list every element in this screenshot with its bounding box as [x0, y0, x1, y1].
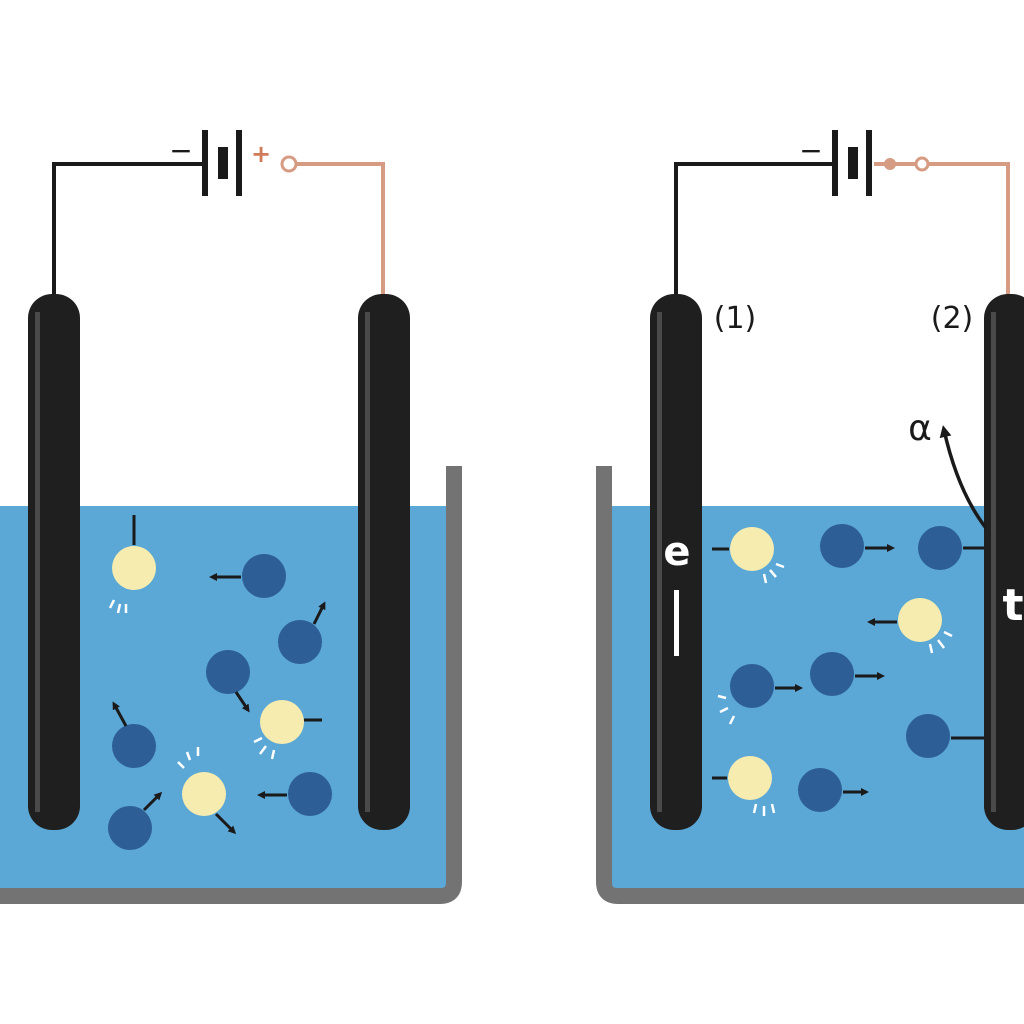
left-dark-ion [278, 601, 326, 664]
left-dark-ion [108, 791, 163, 850]
alpha-emission-arrow [939, 425, 988, 530]
right-electrode-1 [650, 294, 702, 830]
left-light-ion [177, 747, 237, 835]
left-battery-minus: − [169, 134, 192, 167]
left-positive-wire [296, 162, 385, 300]
right-negative-wire [674, 162, 834, 300]
right-dark-ion [810, 652, 885, 696]
right-light-ion [712, 756, 776, 816]
left-negative-wire [52, 162, 204, 300]
electrode-1-label: (1) [714, 301, 757, 336]
right-battery-minus: − [799, 134, 822, 167]
right-battery [832, 130, 930, 196]
right-cell: − e t (1) (2) α [596, 130, 1024, 904]
right-container [596, 466, 1024, 904]
left-light-ion [253, 700, 322, 760]
right-electrode-2-text: t [1002, 580, 1023, 631]
left-light-ion [108, 515, 156, 614]
right-positive-terminal-b [914, 156, 930, 172]
left-dark-ion [209, 554, 286, 598]
right-dark-ion [798, 768, 869, 812]
alpha-label: α [908, 408, 932, 449]
right-dark-ion [906, 714, 984, 758]
left-dark-ion [206, 650, 250, 713]
right-light-ion [867, 598, 953, 654]
left-battery [202, 130, 298, 196]
left-cell: − + [0, 130, 462, 904]
left-dark-ion [257, 772, 332, 816]
electrode-2-label: (2) [931, 301, 974, 336]
right-electrode-1-text: e [663, 529, 690, 575]
left-positive-terminal [280, 155, 298, 173]
left-electrode-b [358, 294, 410, 830]
left-container [0, 466, 462, 904]
right-positive-wire [874, 162, 1010, 300]
left-battery-plus: + [251, 140, 271, 168]
right-electrode-2 [984, 294, 1024, 830]
right-light-ion [712, 527, 785, 584]
left-dark-ion [112, 701, 156, 768]
left-electrode-a [28, 294, 80, 830]
right-dark-ion [820, 524, 895, 568]
right-dark-ion [918, 526, 984, 570]
right-dark-ion [717, 664, 803, 725]
right-positive-terminal-a [884, 158, 896, 170]
